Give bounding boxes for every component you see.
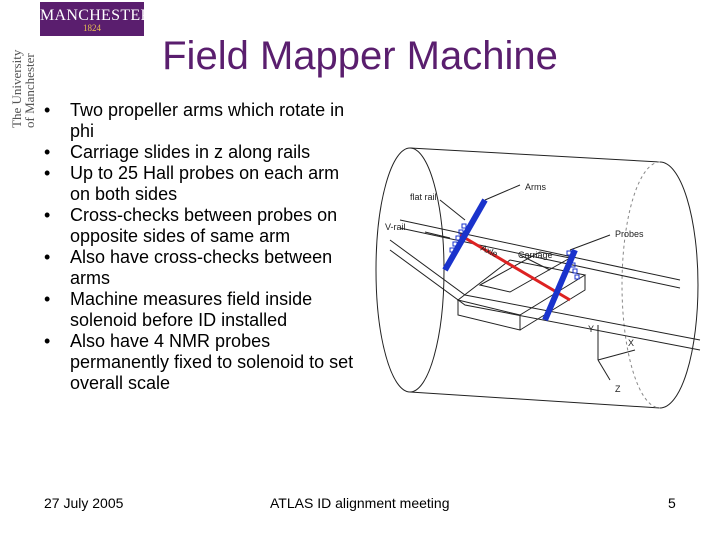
- label-flat-rail: flat rail: [410, 192, 437, 202]
- university-logo: MANCHESTER 1824: [40, 2, 152, 36]
- label-x: X: [628, 338, 634, 348]
- university-vertical-text: The University of Manchester: [9, 28, 40, 128]
- cylinder-bottom-edge: [409, 391, 661, 409]
- leader-carriage: [519, 254, 551, 271]
- logo-year: 1824: [83, 23, 101, 33]
- bullet-symbol: •: [44, 331, 51, 351]
- z-axis-line: [597, 359, 611, 381]
- bullet-symbol: •: [44, 100, 51, 120]
- leader-arms: [484, 184, 521, 201]
- propeller-arm-left: [442, 198, 488, 272]
- cylinder-back-end-hidden: [621, 161, 661, 409]
- bullet-list: •Two propeller arms which rotate in phi …: [44, 100, 364, 394]
- label-z: Z: [615, 384, 621, 394]
- carriage-base: [457, 275, 586, 331]
- bullet-text: Machine measures field inside solenoid b…: [70, 289, 313, 330]
- bullet-item: • Up to 25 Hall probes on each arm on bot…: [44, 163, 364, 205]
- university-line-2: of Manchester: [22, 53, 37, 128]
- bullet-text: Cross-checks between probes on opposite …: [70, 205, 338, 246]
- slide-title: Field Mapper Machine: [162, 34, 558, 78]
- bullet-text: Carriage slides in z along rails: [70, 142, 311, 162]
- label-v-rail: V-rail: [385, 222, 406, 232]
- footer-date: 27 July 2005: [44, 495, 124, 511]
- bullet-symbol: •: [44, 247, 51, 267]
- leader-probes: [569, 234, 611, 251]
- x-axis-line: [597, 349, 636, 361]
- bullet-symbol: •: [44, 289, 51, 309]
- flat-rail: [399, 219, 681, 289]
- leader-v-rail: [424, 231, 451, 239]
- label-carriage: Carriage: [518, 250, 553, 260]
- bullet-item: • Two propeller arms which rotate in phi: [44, 100, 364, 142]
- bullet-text: Two propeller arms which rotate in phi: [70, 100, 345, 141]
- axle: [459, 233, 571, 302]
- label-probes: Probes: [615, 229, 644, 239]
- bullet-item: • Machine measures field inside solenoid …: [44, 289, 364, 331]
- bullet-item: • Also have cross-checks between arms: [44, 247, 364, 289]
- field-mapper-diagram: Arms flat rail V-rail Probes Axle Carria…: [375, 147, 701, 409]
- cylinder-front-end: [375, 147, 445, 393]
- bullet-item: • Carriage slides in z along rails: [44, 142, 364, 163]
- bullet-item: • Also have 4 NMR probes permanently fixe…: [44, 331, 364, 394]
- cylinder-top-edge: [409, 147, 661, 163]
- probes-right: [566, 250, 580, 280]
- bullet-symbol: •: [44, 205, 51, 225]
- bullet-text: Also have cross-checks between arms: [70, 247, 333, 288]
- bullet-item: • Cross-checks between probes on opposite…: [44, 205, 364, 247]
- bullet-text: Up to 25 Hall probes on each arm on both…: [70, 163, 340, 204]
- page-number: 5: [668, 495, 676, 511]
- footer-meeting: ATLAS ID alignment meeting: [270, 495, 450, 511]
- bullet-symbol: •: [44, 142, 51, 162]
- cylinder-back-end: [659, 161, 699, 409]
- label-y: Y: [588, 324, 594, 334]
- bullet-text: Also have 4 NMR probes permanently fixed…: [70, 331, 354, 393]
- logo-name: MANCHESTER: [40, 7, 152, 24]
- bullet-symbol: •: [44, 163, 51, 183]
- probes-left: [449, 223, 467, 253]
- propeller-arm-right: [542, 248, 578, 322]
- label-arms: Arms: [525, 182, 546, 192]
- leader-flat-rail: [439, 199, 466, 221]
